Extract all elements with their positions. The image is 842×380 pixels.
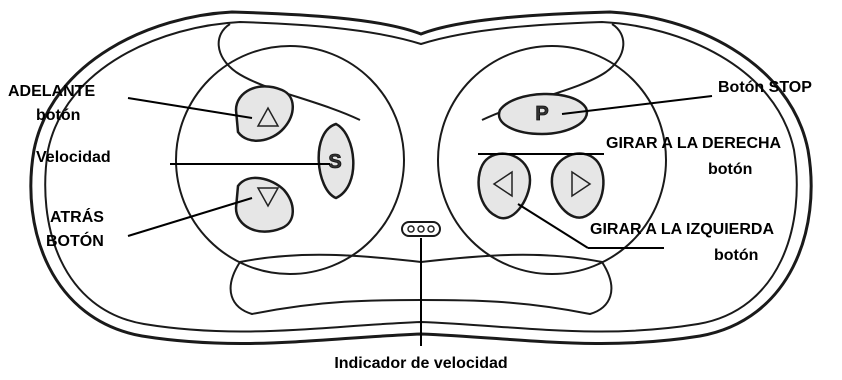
down-triangle-icon (256, 187, 280, 208)
speed-button-letter: S (328, 151, 341, 173)
backward-button[interactable] (234, 176, 294, 233)
remote-body (29, 10, 813, 345)
speed-label: Velocidad (36, 149, 111, 166)
forward-label: ADELANTE (8, 83, 95, 100)
forward-button[interactable] (234, 85, 294, 142)
stop-button-letter: P (535, 103, 548, 125)
turn-left-label: GIRAR A LA IZQUIERDA (590, 221, 774, 238)
up-triangle-icon (256, 106, 280, 127)
turn-left-label-line2: botón (714, 247, 758, 264)
leader-lines (127, 95, 713, 346)
speed-indicator (401, 221, 441, 237)
stop-button[interactable]: P (497, 92, 589, 136)
led-2 (417, 225, 425, 233)
speed-button[interactable]: S (317, 122, 355, 200)
led-1 (407, 225, 415, 233)
turn-right-button[interactable] (550, 152, 605, 219)
backward-leader (127, 197, 253, 237)
left-button-well (175, 45, 405, 275)
left-triangle-icon (492, 170, 513, 198)
turn-left-leader-a (517, 203, 589, 249)
turn-left-button[interactable] (477, 152, 532, 220)
labels: ADELANTE botón Velocidad ATRÁS BOTÓN Bot… (8, 79, 812, 372)
stop-label: Botón STOP (718, 79, 812, 96)
speed-indicator-label: Indicador de velocidad (334, 355, 507, 372)
backward-label-line2: BOTÓN (46, 231, 104, 250)
forward-leader (127, 97, 253, 119)
led-3 (427, 225, 435, 233)
stop-leader (561, 95, 713, 115)
right-button-well (437, 45, 667, 275)
turn-right-label: GIRAR A LA DERECHA (606, 135, 782, 152)
backward-label: ATRÁS (50, 207, 104, 226)
right-triangle-icon (571, 170, 592, 198)
forward-label-line2: botón (36, 107, 80, 124)
turn-right-label-line2: botón (708, 161, 752, 178)
